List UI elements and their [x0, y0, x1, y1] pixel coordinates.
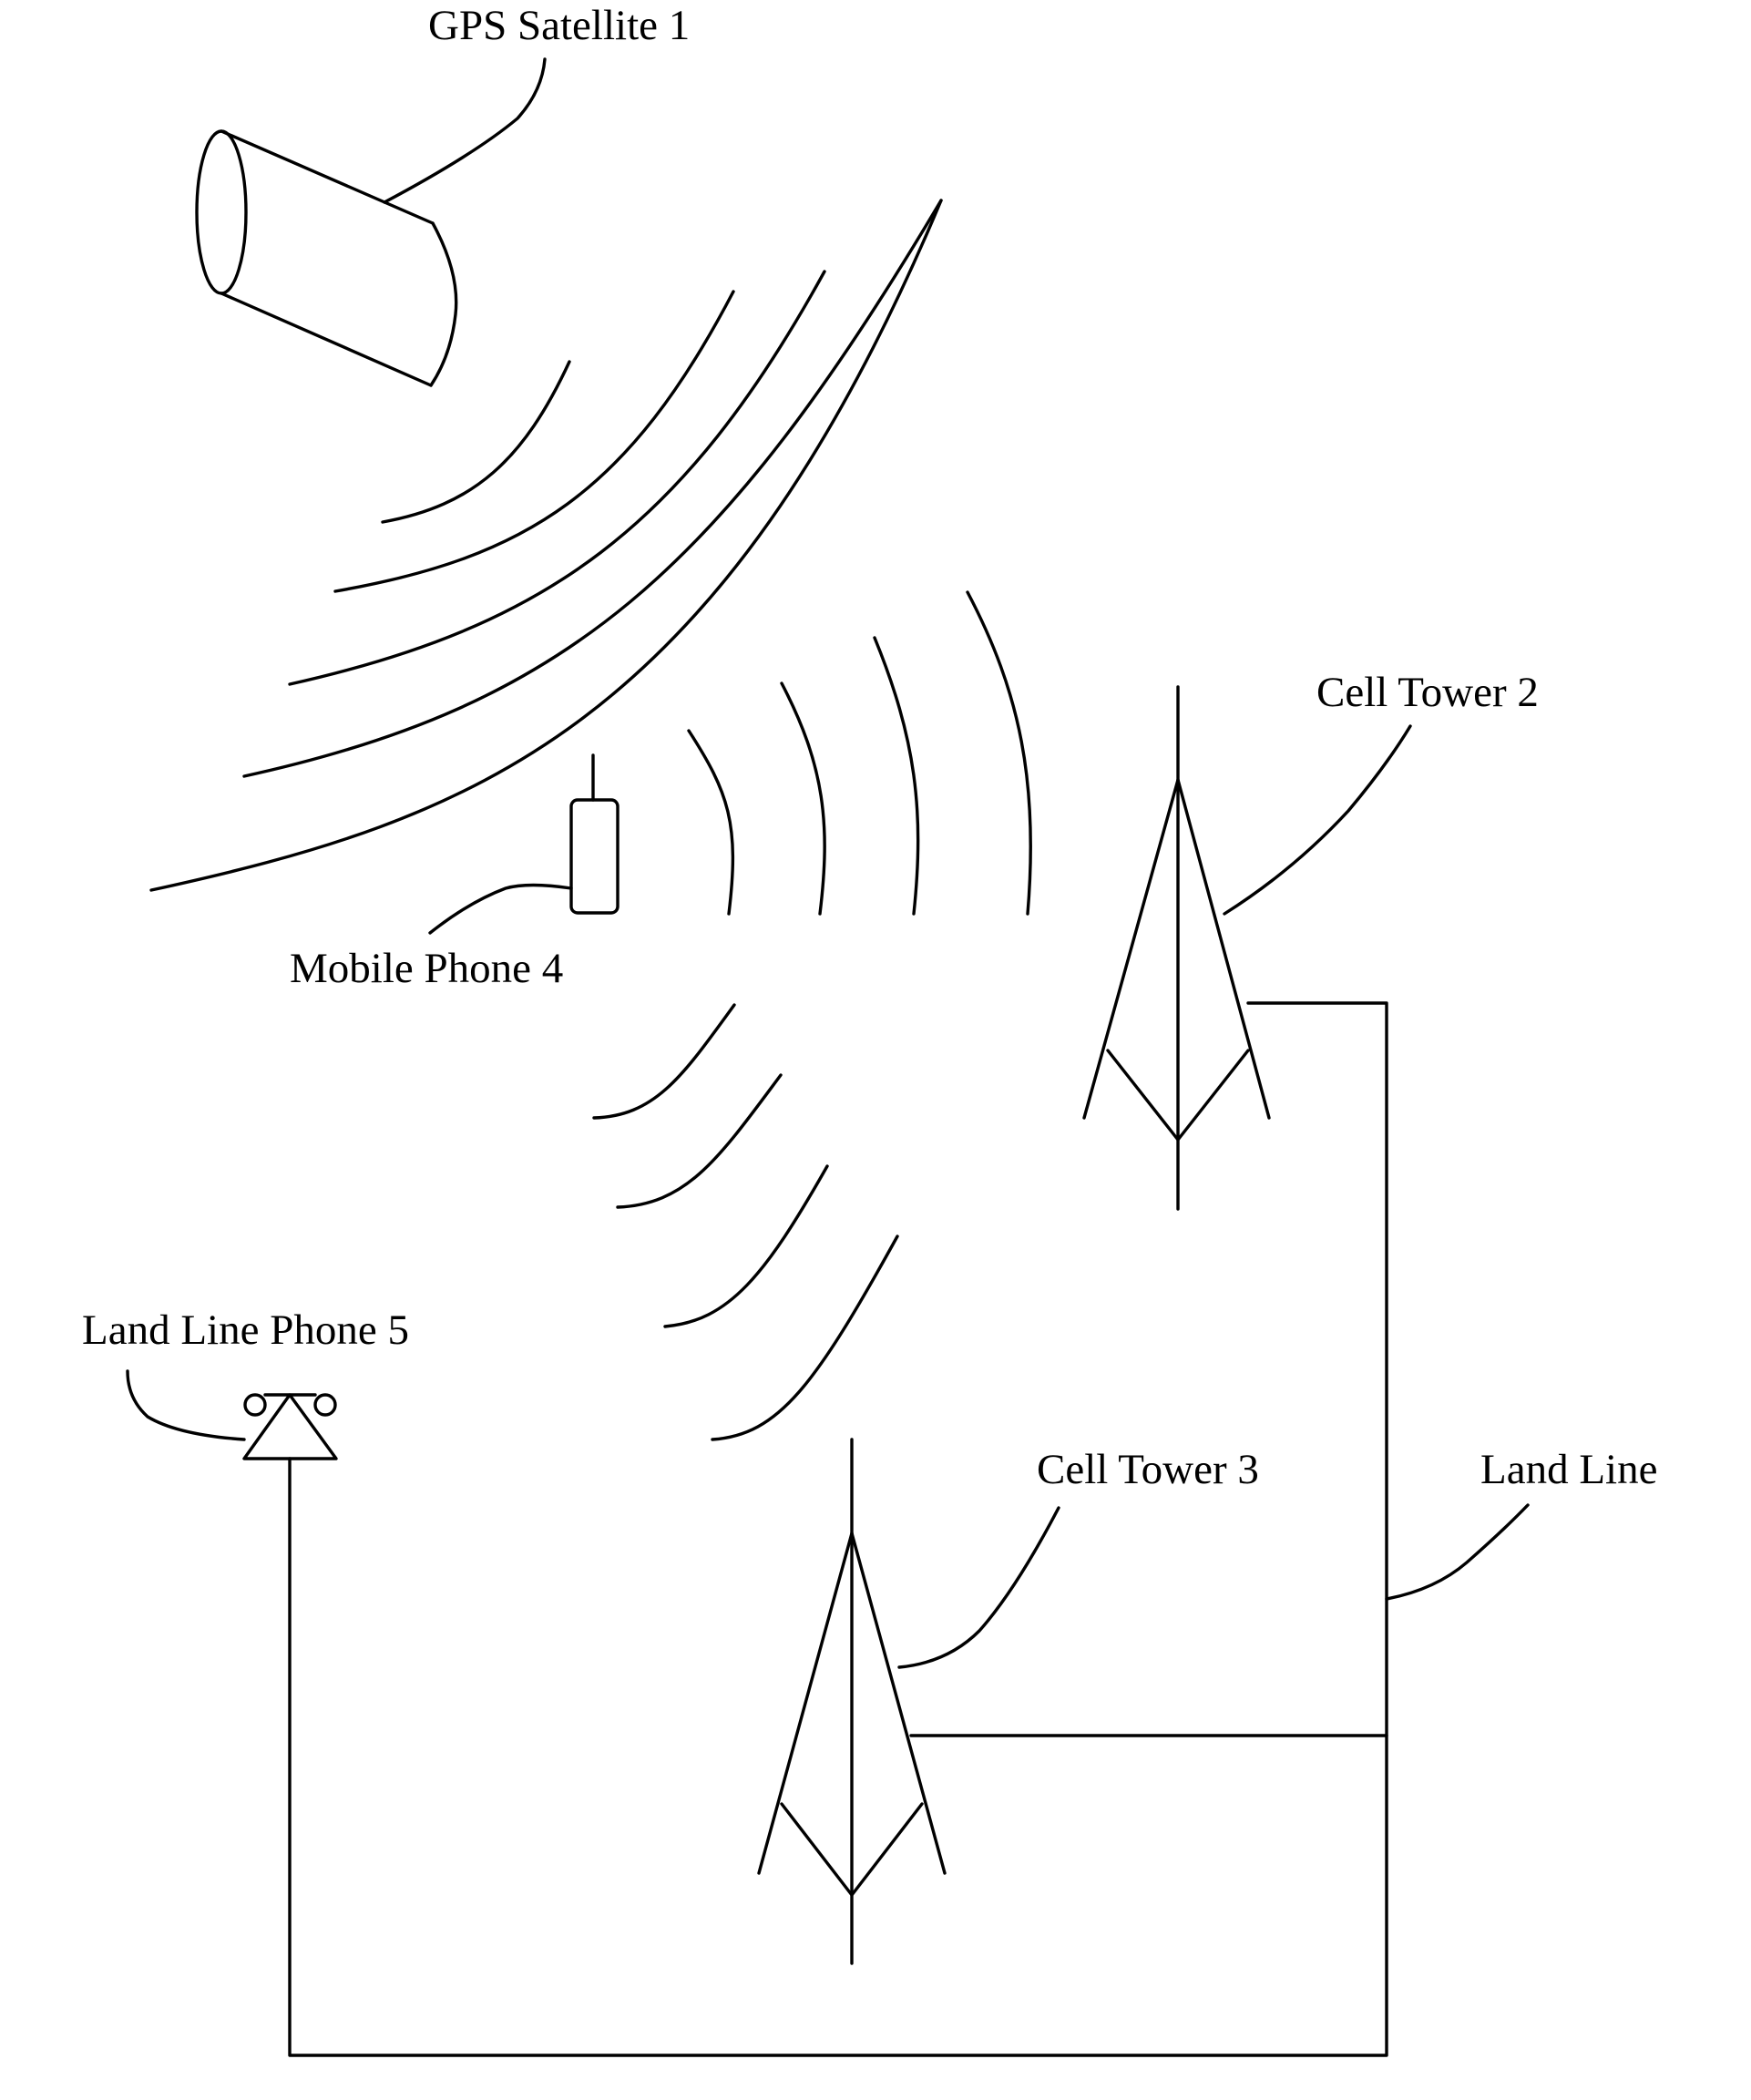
gps-satellite-leader — [384, 59, 545, 202]
cell-tower-2 — [1084, 687, 1269, 1209]
phone-handset-left — [245, 1395, 265, 1415]
cell-tower-3-leader — [899, 1508, 1059, 1667]
tower-signal-waves-lower — [594, 1005, 897, 1439]
cell-tower-3 — [759, 1439, 945, 1963]
tower-wave-l1 — [594, 1005, 734, 1118]
land-line-phone — [244, 1395, 336, 1459]
tower-wave-l4 — [712, 1236, 897, 1439]
tower-signal-waves-upper — [689, 592, 1030, 914]
land-line-wiring — [290, 1003, 1387, 2055]
tower-2-right-leg — [1178, 780, 1269, 1118]
phone-base — [244, 1395, 336, 1459]
mobile-phone-label: Mobile Phone 4 — [290, 945, 563, 992]
satellite-wave-outer — [151, 200, 941, 890]
tower-wave-l3 — [665, 1166, 827, 1327]
mobile-phone-body — [571, 800, 618, 913]
land-line-label: Land Line — [1480, 1446, 1657, 1493]
cell-tower-3-label: Cell Tower 3 — [1037, 1446, 1259, 1493]
satellite-wave-4 — [244, 200, 941, 776]
satellite-body-right — [431, 223, 456, 385]
satellite-wave-1 — [383, 362, 569, 522]
land-line-phone-label: Land Line Phone 5 — [82, 1306, 409, 1354]
gps-satellite-label: GPS Satellite 1 — [428, 2, 690, 49]
tower-wave-u2 — [782, 683, 824, 914]
tower-wave-l2 — [618, 1075, 781, 1207]
tower-wave-u3 — [875, 638, 918, 914]
gps-satellite — [197, 131, 456, 385]
land-line-main-loop — [290, 1003, 1387, 2055]
tower-wave-u4 — [968, 592, 1030, 914]
cell-tower-2-label: Cell Tower 2 — [1316, 669, 1539, 716]
tower-3-right-leg — [852, 1533, 945, 1873]
satellite-signal-waves — [151, 200, 941, 890]
tower-wave-u1 — [689, 731, 732, 914]
satellite-wave-3 — [290, 271, 824, 684]
cell-tower-2-leader — [1224, 726, 1410, 914]
satellite-body-bottom — [221, 293, 431, 385]
satellite-body-top — [221, 131, 433, 223]
phone-handset-right — [315, 1395, 335, 1415]
satellite-wave-2 — [335, 292, 733, 591]
satellite-dish-face — [197, 131, 246, 293]
tower-3-left-leg — [759, 1533, 852, 1873]
tower-2-left-leg — [1084, 780, 1178, 1118]
land-line-phone-leader — [128, 1371, 244, 1439]
mobile-phone — [571, 755, 618, 913]
mobile-phone-leader — [430, 886, 571, 934]
land-line-leader — [1387, 1505, 1528, 1599]
